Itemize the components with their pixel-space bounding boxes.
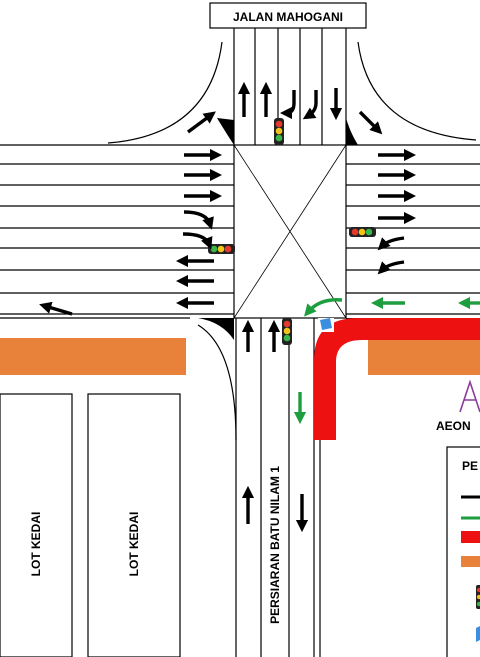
mall-label: AEON xyxy=(436,419,471,433)
shop-lot-left xyxy=(0,393,73,657)
traffic-flow-arrows xyxy=(39,81,417,533)
temporary-flow-arrows xyxy=(293,296,480,425)
legend-flag-icon xyxy=(476,626,480,642)
legend-orange-swatch xyxy=(461,556,480,567)
shop-lot-left-label: LOT KEDAI xyxy=(29,512,43,577)
shop-lot-right xyxy=(87,393,181,657)
traffic-light-icon-east xyxy=(349,227,376,237)
traffic-light-icon-west xyxy=(208,244,235,254)
traffic-light-icon-north xyxy=(274,118,284,145)
top-road-label: JALAN MAHOGANI xyxy=(233,10,343,24)
flag-icon xyxy=(318,318,334,332)
top-road-label-box xyxy=(209,2,367,29)
legend-red-swatch xyxy=(461,531,480,543)
road-edges xyxy=(0,28,480,657)
legend: PE xyxy=(446,446,480,657)
orange-zone-left xyxy=(0,338,186,375)
traffic-light-icon-south xyxy=(282,318,292,345)
shop-lot-right-label: LOT KEDAI xyxy=(127,512,141,577)
mall-logo-icon xyxy=(459,379,480,413)
orange-zone-right xyxy=(368,338,480,375)
legend-traffic-light-icon xyxy=(476,585,480,609)
bottom-road-label: PERSIARAN BATU NILAM 1 xyxy=(268,466,282,624)
intersection-box xyxy=(233,144,347,319)
legend-title: PE xyxy=(462,459,478,473)
